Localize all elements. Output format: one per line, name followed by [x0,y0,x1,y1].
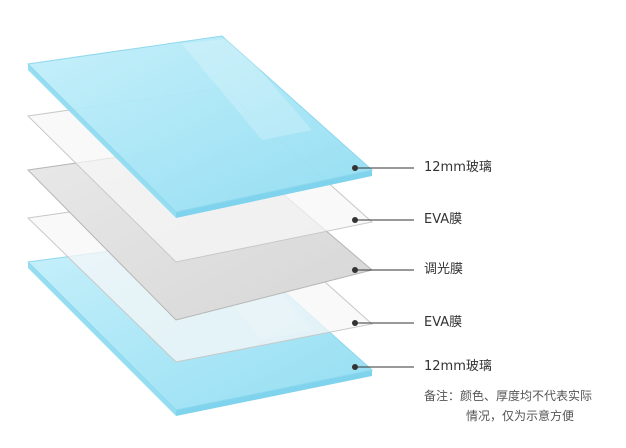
leader-dot-lower-eva [352,320,358,326]
layer-surface-top-glass [26,35,374,213]
layer-label-bottom-glass: 12mm玻璃 [424,359,492,374]
layer-top-glass [26,35,374,218]
layer-label-top-glass: 12mm玻璃 [424,160,492,175]
layer-label-lower-eva: EVA膜 [424,315,463,330]
layer-label-dimming-film: 调光膜 [424,262,464,277]
disclaimer-line-2: 情况，仅为示意方便 [466,409,575,423]
leader-dot-top-glass [352,165,358,171]
layer-label-upper-eva: EVA膜 [424,212,463,227]
layers-group [26,35,374,416]
leader-lines-group [352,165,414,370]
leader-dot-upper-eva [352,217,358,223]
glass-highlight-top-glass [182,38,312,140]
disclaimer-line-1: 备注：颜色、厚度均不代表实际 [424,389,593,403]
layer-side-edge-top-glass [28,64,176,218]
layer-edge-bottom-glass [176,370,372,416]
leader-dot-dimming-film [352,267,358,273]
disclaimer-note: 备注：颜色、厚度均不代表实际 情况，仅为示意方便 [424,386,592,426]
layer-side-edge-bottom-glass [28,262,176,416]
layer-edge-top-glass [176,170,372,218]
leader-dot-bottom-glass [352,364,358,370]
